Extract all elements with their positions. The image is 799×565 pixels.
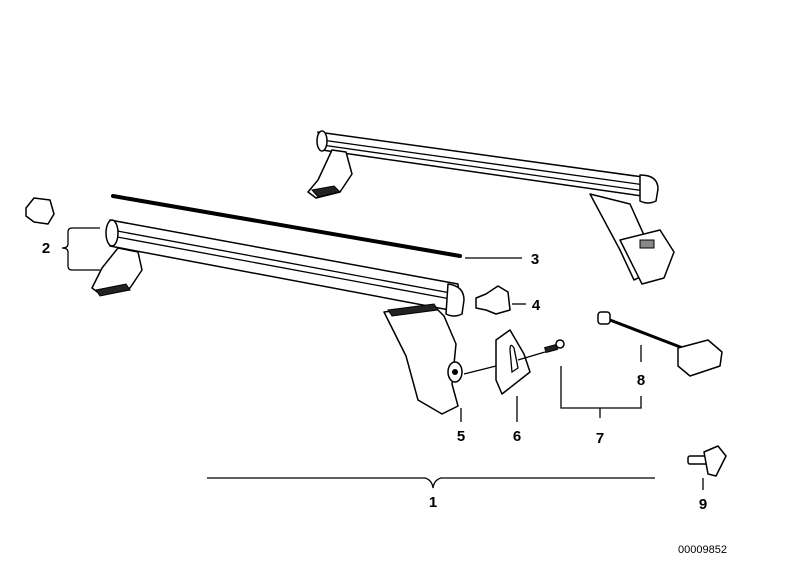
leader-lines	[61, 227, 704, 490]
end-cap-left	[25, 197, 55, 225]
rubber-strip	[111, 194, 462, 258]
callout-4: 4	[532, 297, 541, 314]
clamp-plate-6	[495, 329, 531, 395]
key-9	[687, 445, 727, 477]
callout-6: 6	[513, 428, 521, 445]
callout-9: 9	[699, 496, 707, 513]
callout-2: 2	[42, 240, 50, 257]
lock-rod-8	[597, 311, 723, 377]
end-cap-4	[475, 285, 511, 315]
callout-5: 5	[457, 428, 465, 445]
screw-part	[544, 339, 565, 354]
rear-crossbar-assembly	[307, 130, 675, 285]
front-crossbar-assembly	[91, 194, 465, 415]
callout-3: 3	[531, 251, 539, 268]
drawing-code: 00009852	[678, 544, 727, 556]
callout-7: 7	[596, 430, 604, 447]
callout-1: 1	[429, 494, 437, 511]
callout-8: 8	[637, 372, 645, 389]
